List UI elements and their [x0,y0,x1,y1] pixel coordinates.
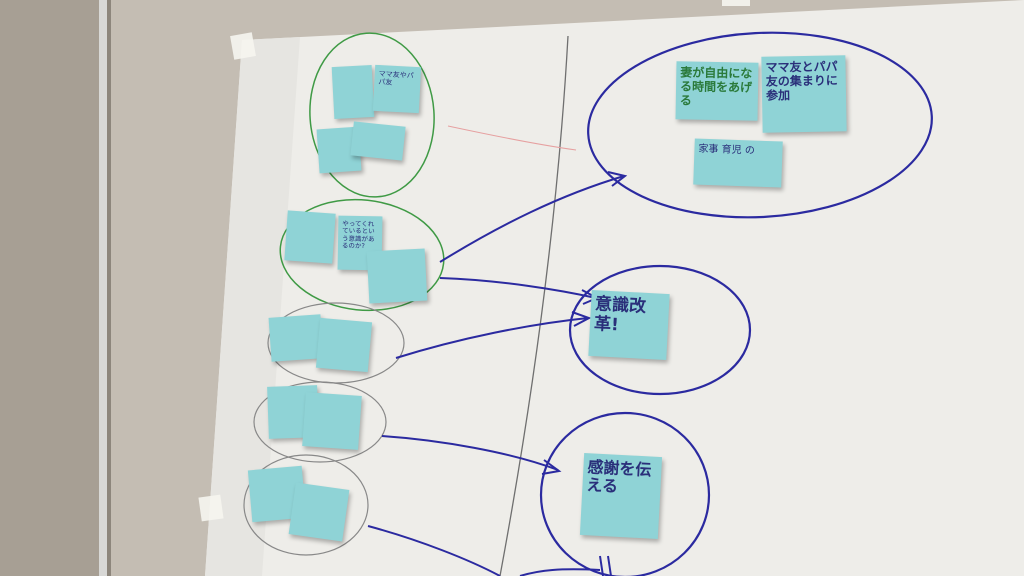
arrow-group2-to-top [439,175,625,263]
sticky-note-awareness-reform: 意識改革! [588,290,670,360]
bottom-double-line [599,555,612,576]
group-oval-1 [309,32,435,198]
arrowhead-4 [541,459,562,475]
sticky-note-parent-gathering: ママ友とパパ友の集まりに参加 [761,55,847,133]
arrow-group4-to-bottom [381,435,559,471]
wall-left-panel [0,0,112,576]
group-oval-5 [243,454,369,556]
arrow-group5-down [367,525,501,576]
bottom-stroke [519,568,601,576]
sticky-note-left-2c [366,248,428,304]
board-frame-edge [99,0,107,576]
result-oval-bottom [539,411,711,576]
result-oval-mid [568,264,752,396]
sticky-note-left-4b [302,392,362,450]
sticky-note-housework: 家事 育児 の [693,138,783,188]
sticky-note-express-thanks: 感謝を伝える [579,453,663,539]
sticky-note-left-3a [268,314,324,362]
group-oval-2 [279,198,445,312]
arrow-group2-to-mid [439,277,597,299]
arrow-group3-to-mid [395,317,589,359]
arrowhead-1 [607,171,628,187]
board-frame-shadow [107,0,111,576]
sticky-note-left-3b [315,317,373,373]
result-oval-top [587,31,933,219]
sticky-note-left-2a [284,210,336,264]
faint-arrow [447,125,577,151]
tape-top-right [722,0,750,6]
divider-line [499,35,569,576]
paper-sheet [205,0,1024,576]
paper-shade [205,37,300,576]
sticky-note-left-5b [288,482,350,542]
tape-top-left [230,32,256,60]
sticky-note-left-1a [331,64,375,120]
sticky-note-free-time: 妻が自由になる時間をあげる [675,61,759,121]
tape-bottom-left [198,494,224,522]
sticky-note-left-1d [350,121,406,161]
arrowhead-3 [571,311,592,327]
sticky-note-left-1b: ママ友やパパ友 [372,64,422,114]
group-oval-4 [253,381,387,463]
